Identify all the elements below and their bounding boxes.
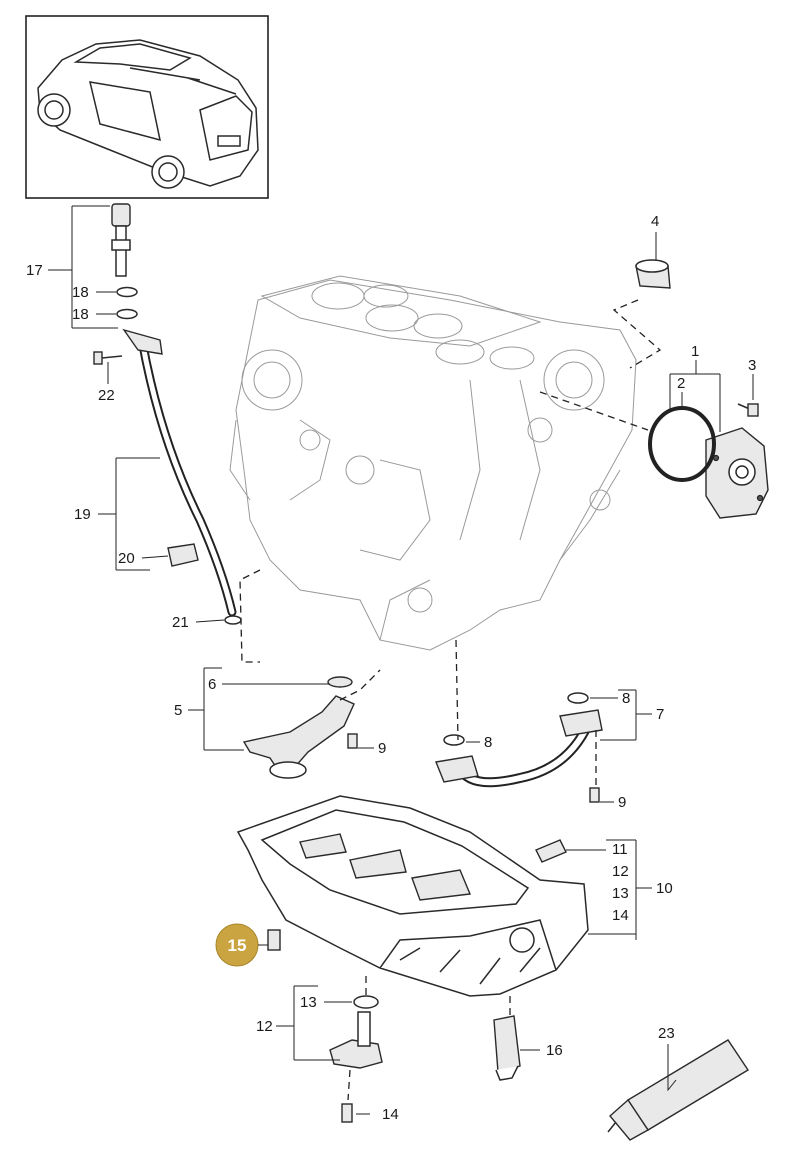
seal-ring-part-18-lower bbox=[116, 308, 138, 320]
oil-level-sensor-part-12 bbox=[329, 1011, 383, 1069]
callout-2: 2 bbox=[677, 375, 685, 392]
callout-20: 20 bbox=[118, 550, 135, 567]
bolt-part-15 bbox=[267, 929, 281, 951]
seal-part-8-upper bbox=[567, 692, 589, 704]
sensor-part-16 bbox=[493, 1015, 521, 1081]
callout-12-upper: 12 bbox=[612, 863, 629, 880]
callout-18-lower: 18 bbox=[72, 306, 89, 323]
callout-10: 10 bbox=[656, 880, 673, 897]
bolt-part-3 bbox=[737, 403, 759, 417]
engine-block bbox=[229, 275, 637, 651]
sealant-tube-part-23 bbox=[607, 1039, 749, 1141]
callout-9-right: 9 bbox=[618, 794, 626, 811]
leader-lines bbox=[48, 205, 754, 1115]
callout-labels: 17 18 18 22 19 20 21 4 1 2 3 5 6 9 8 7 8… bbox=[26, 213, 756, 1123]
callout-12-lower: 12 bbox=[256, 1018, 273, 1035]
callout-15: 15 bbox=[228, 936, 247, 955]
callout-13-lower: 13 bbox=[300, 994, 317, 1011]
callout-1: 1 bbox=[691, 343, 699, 360]
bolt-part-9-right bbox=[589, 787, 600, 803]
callout-18-upper: 18 bbox=[72, 284, 89, 301]
oil-pipe-part-7 bbox=[435, 709, 603, 788]
dipstick-part-17 bbox=[111, 203, 131, 277]
callout-23: 23 bbox=[658, 1025, 675, 1042]
callout-14-upper: 14 bbox=[612, 907, 629, 924]
clip-part-20 bbox=[167, 543, 199, 567]
callout-6: 6 bbox=[208, 676, 216, 693]
seal-ring-part-18-upper bbox=[116, 286, 138, 298]
callout-22: 22 bbox=[98, 387, 115, 404]
callout-3: 3 bbox=[748, 357, 756, 374]
dipstick-tube-part-19 bbox=[122, 328, 237, 617]
callout-7: 7 bbox=[656, 706, 664, 723]
o-ring-part-2 bbox=[648, 406, 716, 482]
callout-16: 16 bbox=[546, 1042, 563, 1059]
dashed-connectors bbox=[239, 299, 662, 1101]
callout-8-lower: 8 bbox=[484, 734, 492, 751]
callout-11: 11 bbox=[612, 841, 628, 858]
callout-13-upper: 13 bbox=[612, 885, 629, 902]
sensor-part-11 bbox=[535, 839, 567, 863]
callout-9-left: 9 bbox=[378, 740, 386, 757]
plug-part-4 bbox=[635, 259, 671, 289]
highlight-badge-15[interactable]: 15 bbox=[215, 923, 268, 967]
callout-19: 19 bbox=[74, 506, 91, 523]
oil-pan-part-10 bbox=[236, 795, 589, 997]
callout-17: 17 bbox=[26, 262, 43, 279]
seal-part-6 bbox=[327, 676, 353, 688]
o-ring-part-21 bbox=[224, 615, 242, 625]
callout-5: 5 bbox=[174, 702, 182, 719]
seal-ring-part-13 bbox=[353, 995, 379, 1009]
callout-14-lower: 14 bbox=[382, 1106, 399, 1123]
vacuum-pump-part-1 bbox=[705, 427, 769, 519]
oil-pickup-part-5 bbox=[242, 695, 355, 779]
callout-8-upper: 8 bbox=[622, 690, 630, 707]
bolt-part-14 bbox=[341, 1103, 353, 1123]
bolt-part-9-left bbox=[347, 733, 358, 749]
bolt-part-22 bbox=[93, 351, 123, 365]
seal-part-8-lower bbox=[443, 734, 465, 746]
callout-21: 21 bbox=[172, 614, 189, 631]
vehicle-thumbnail bbox=[25, 15, 269, 199]
callout-4: 4 bbox=[651, 213, 659, 230]
